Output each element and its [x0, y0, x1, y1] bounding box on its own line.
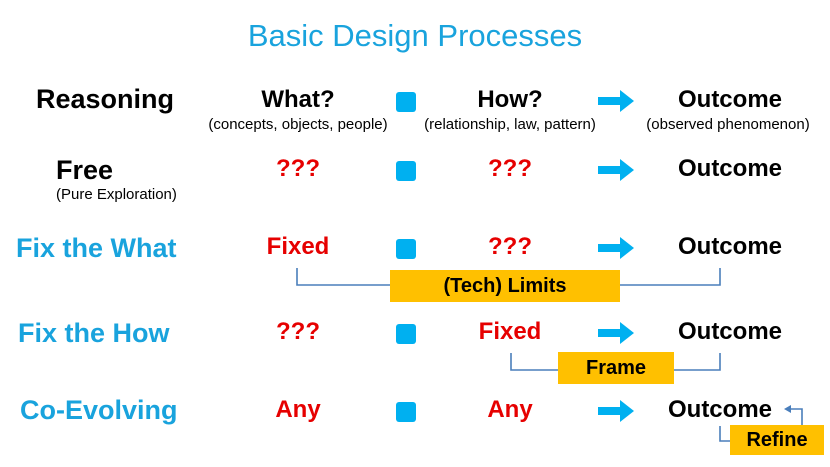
right-arrow-icon: [598, 400, 634, 422]
how-header: How?: [477, 86, 543, 113]
what-header: What?: [261, 86, 335, 113]
right-arrow-icon: [598, 322, 634, 344]
operator-icon: [396, 239, 416, 259]
refine-loop-arrowhead: [784, 405, 791, 413]
row-label-co-evolving: Co-Evolving: [20, 395, 178, 425]
right-arrow-icon: [598, 90, 634, 112]
co-evolving-what-value: Any: [275, 396, 321, 423]
co-evolving-outcome: Outcome: [667, 396, 772, 423]
how-subheader: (relationship, law, pattern): [424, 116, 596, 133]
frame-box: Frame: [558, 352, 674, 384]
outcome-header: Outcome: [677, 86, 782, 113]
fix-how-outcome: Outcome: [677, 318, 782, 345]
right-arrow-icon: [598, 159, 634, 181]
fix-what-how-value: ???: [488, 233, 532, 260]
row-label-fix-the-what: Fix the What: [16, 233, 177, 263]
outcome-subheader: (observed phenomenon): [646, 116, 810, 133]
co-evolving-how-value: Any: [487, 396, 533, 423]
tech-limits-box: (Tech) Limits: [390, 270, 620, 302]
operator-icon: [396, 402, 416, 422]
fix-how-what-value: ???: [276, 318, 320, 345]
row-label-fix-the-how: Fix the How: [18, 318, 170, 348]
diagram-title: Basic Design Processes: [247, 18, 583, 53]
what-subheader: (concepts, objects, people): [208, 116, 388, 133]
fix-what-what-value: Fixed: [266, 233, 330, 260]
free-how-value: ???: [488, 155, 532, 182]
free-what-value: ???: [276, 155, 320, 182]
free-outcome: Outcome: [677, 155, 782, 182]
fix-what-outcome: Outcome: [677, 233, 782, 260]
right-arrow-icon: [598, 237, 634, 259]
frame-bracket: [510, 353, 721, 371]
fix-how-how-value: Fixed: [478, 318, 542, 345]
operator-icon: [396, 324, 416, 344]
operator-icon: [396, 92, 416, 112]
operator-icon: [396, 161, 416, 181]
row-label-free: Free: [56, 155, 114, 185]
refine-loop-line: [719, 408, 803, 442]
row-sublabel-free: (Pure Exploration): [56, 186, 177, 203]
row-label-reasoning: Reasoning: [36, 84, 175, 114]
refine-box: Refine: [730, 425, 824, 455]
tech-limits-bracket: [296, 268, 721, 286]
